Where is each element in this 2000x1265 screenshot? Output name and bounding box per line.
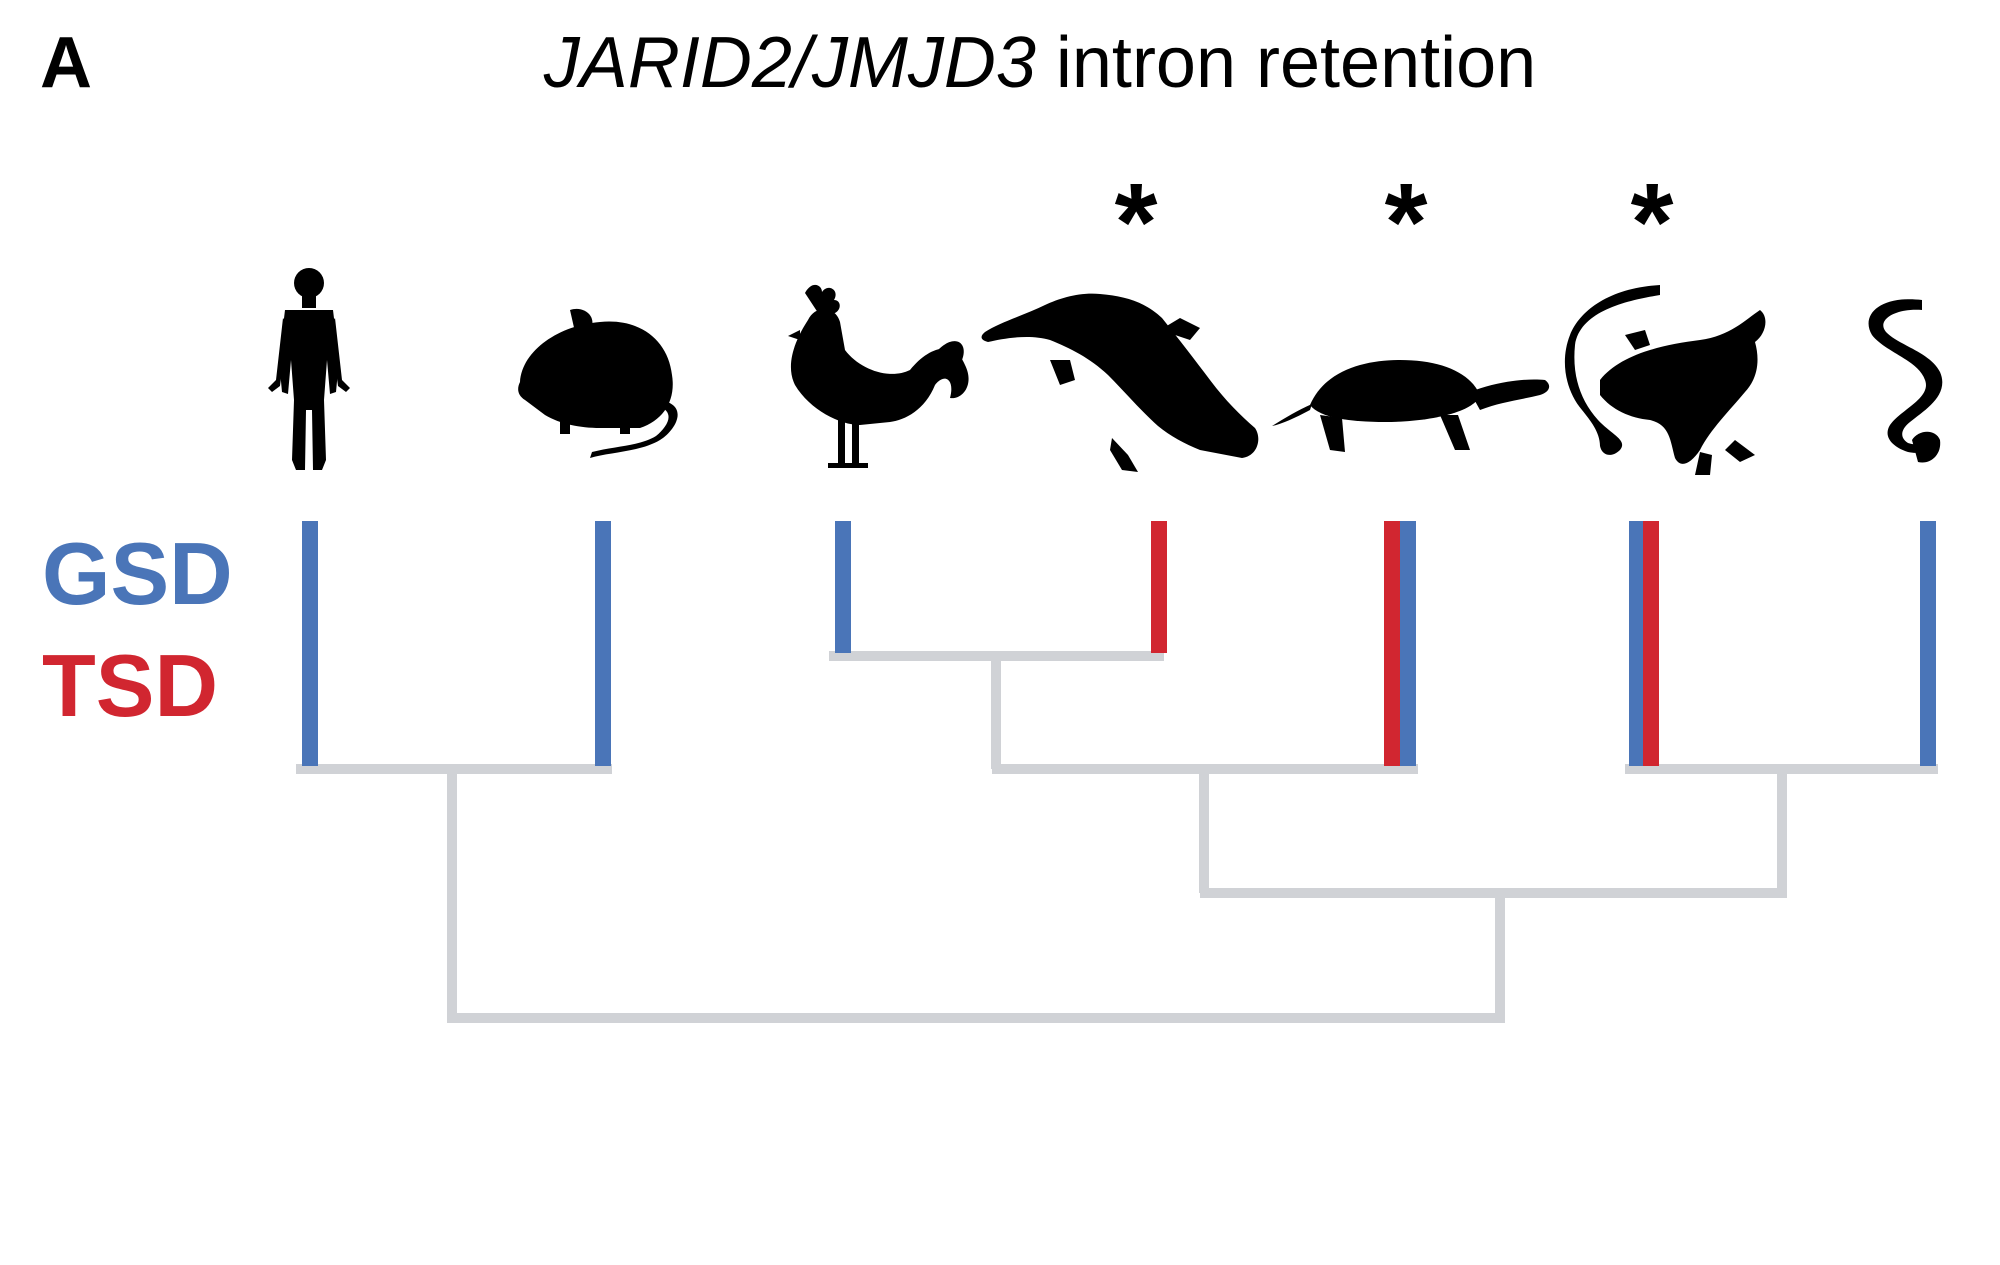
branch-lizard-tsd	[1643, 521, 1659, 766]
lizard-silhouette-icon	[1564, 285, 1766, 475]
branch-chicken-gsd	[835, 521, 851, 653]
branch-alligator-tsd	[1151, 521, 1167, 653]
rooster-silhouette-icon	[788, 284, 969, 468]
terminal-branches	[302, 521, 1936, 766]
mouse-silhouette-icon	[518, 308, 678, 458]
asterisk-turtle: *	[1384, 161, 1428, 284]
turtle-silhouette-icon	[1272, 360, 1550, 452]
snake-silhouette-icon	[1868, 299, 1943, 463]
branch-human-gsd	[302, 521, 318, 766]
title-gene-names: JARID2/JMJD3	[543, 23, 1036, 103]
tree-branches	[296, 651, 1938, 1023]
branch-turtle-tsd	[1384, 521, 1400, 766]
asterisk-alligator: *	[1114, 161, 1158, 284]
legend-tsd: TSD	[42, 636, 218, 735]
alligator-silhouette-icon	[981, 293, 1259, 472]
figure-title: JARID2/JMJD3 intron retention	[0, 22, 2000, 104]
branch-turtle-gsd	[1400, 521, 1416, 766]
title-rest: intron retention	[1035, 23, 1537, 103]
human-silhouette-icon	[268, 268, 350, 470]
asterisk-lizard: *	[1630, 161, 1674, 284]
legend-gsd: GSD	[42, 524, 233, 623]
branch-lizard-gsd	[1629, 521, 1643, 766]
branch-snake-gsd	[1920, 521, 1936, 766]
panel-label: A	[40, 23, 92, 103]
branch-mouse-gsd	[595, 521, 611, 766]
